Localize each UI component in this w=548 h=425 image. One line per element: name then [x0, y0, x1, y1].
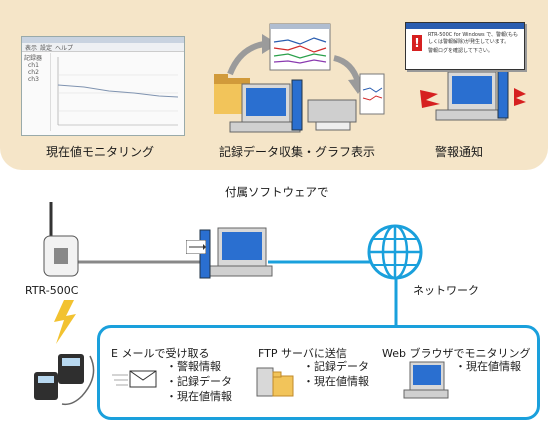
- ftp-title: FTP サーバに送信: [258, 347, 347, 360]
- graph-window-icon: [269, 23, 331, 71]
- dialog-message: RTR-500C for Windows で、警報(ももしくは警報解除)が発生し…: [428, 32, 522, 55]
- network-label: ネットワーク: [413, 284, 479, 297]
- alarm-dialog: ! RTR-500C for Windows で、警報(ももしくは警報解除)が発…: [405, 22, 525, 70]
- warning-icon: !: [412, 35, 422, 51]
- monitoring-window-screenshot: 表示 設定 ヘルプ 記録器 ch1 ch2 ch3: [21, 36, 185, 136]
- data-logger-icons: [34, 354, 95, 406]
- data-collection-illustration: [214, 23, 385, 133]
- central-pc-icon: [199, 227, 273, 279]
- web-pc-icon: [403, 361, 449, 399]
- panel-label-data-collection: 記録データ収集・グラフ表示: [219, 145, 376, 159]
- envelope-icon: [112, 370, 157, 388]
- alarm-burst-icon: [420, 88, 526, 108]
- printer-icon: [307, 73, 385, 131]
- menu-item[interactable]: ヘルプ: [55, 45, 74, 52]
- network-services-box: [97, 325, 540, 420]
- network-globe-icon: [367, 224, 423, 280]
- tree-item[interactable]: 記録器: [24, 55, 43, 62]
- list-item: ・現在値情報: [166, 390, 232, 403]
- list-item: ・現在値情報: [303, 375, 369, 388]
- list-item: ・現在値情報: [455, 360, 521, 373]
- menu-item[interactable]: 表示: [25, 45, 38, 52]
- menu-item[interactable]: 設定: [40, 45, 53, 52]
- computer-icon: [435, 68, 509, 121]
- rtr500c-device-icon: [43, 202, 79, 277]
- alarm-illustration: [420, 68, 526, 121]
- dialog-line-1: RTR-500C for Windows で、警報(ももしくは警報解除)が発生し…: [428, 32, 518, 45]
- computer-icon: [229, 79, 303, 133]
- panel-label-alarm: 警報通知: [435, 145, 484, 159]
- email-items: ・警報情報 ・記録データ ・現在値情報: [166, 359, 232, 404]
- window-toolbar: 表示 設定 ヘルプ: [22, 43, 184, 52]
- ftp-items: ・記録データ ・現在値情報: [303, 359, 369, 389]
- list-item: ・記録データ: [303, 360, 369, 373]
- usb-icon: [186, 240, 206, 254]
- list-item: ・記録データ: [166, 375, 232, 388]
- device-tree: 記録器 ch1 ch2 ch3: [24, 53, 51, 131]
- ftp-server-icon: [256, 367, 294, 397]
- window-titlebar: [22, 37, 184, 43]
- panel-label-monitoring: 現在値モニタリング: [46, 145, 155, 159]
- tree-item[interactable]: ch2: [28, 69, 39, 76]
- software-caption: 付属ソフトウェアで: [225, 185, 329, 199]
- email-title: E メールで受け取る: [111, 347, 210, 360]
- monitor-graph: [57, 57, 179, 126]
- device-label: RTR-500C: [25, 284, 79, 297]
- dialog-titlebar: [406, 23, 524, 29]
- web-title: Web ブラウザでモニタリング: [382, 347, 531, 360]
- list-item: ・警報情報: [166, 360, 221, 373]
- dialog-line-2: 警報ログを確認して下さい。: [428, 48, 493, 54]
- tree-item[interactable]: ch1: [28, 62, 39, 69]
- wireless-lightning-icon: [54, 300, 76, 344]
- web-items: ・現在値情報: [455, 359, 521, 374]
- tree-item[interactable]: ch3: [28, 76, 39, 83]
